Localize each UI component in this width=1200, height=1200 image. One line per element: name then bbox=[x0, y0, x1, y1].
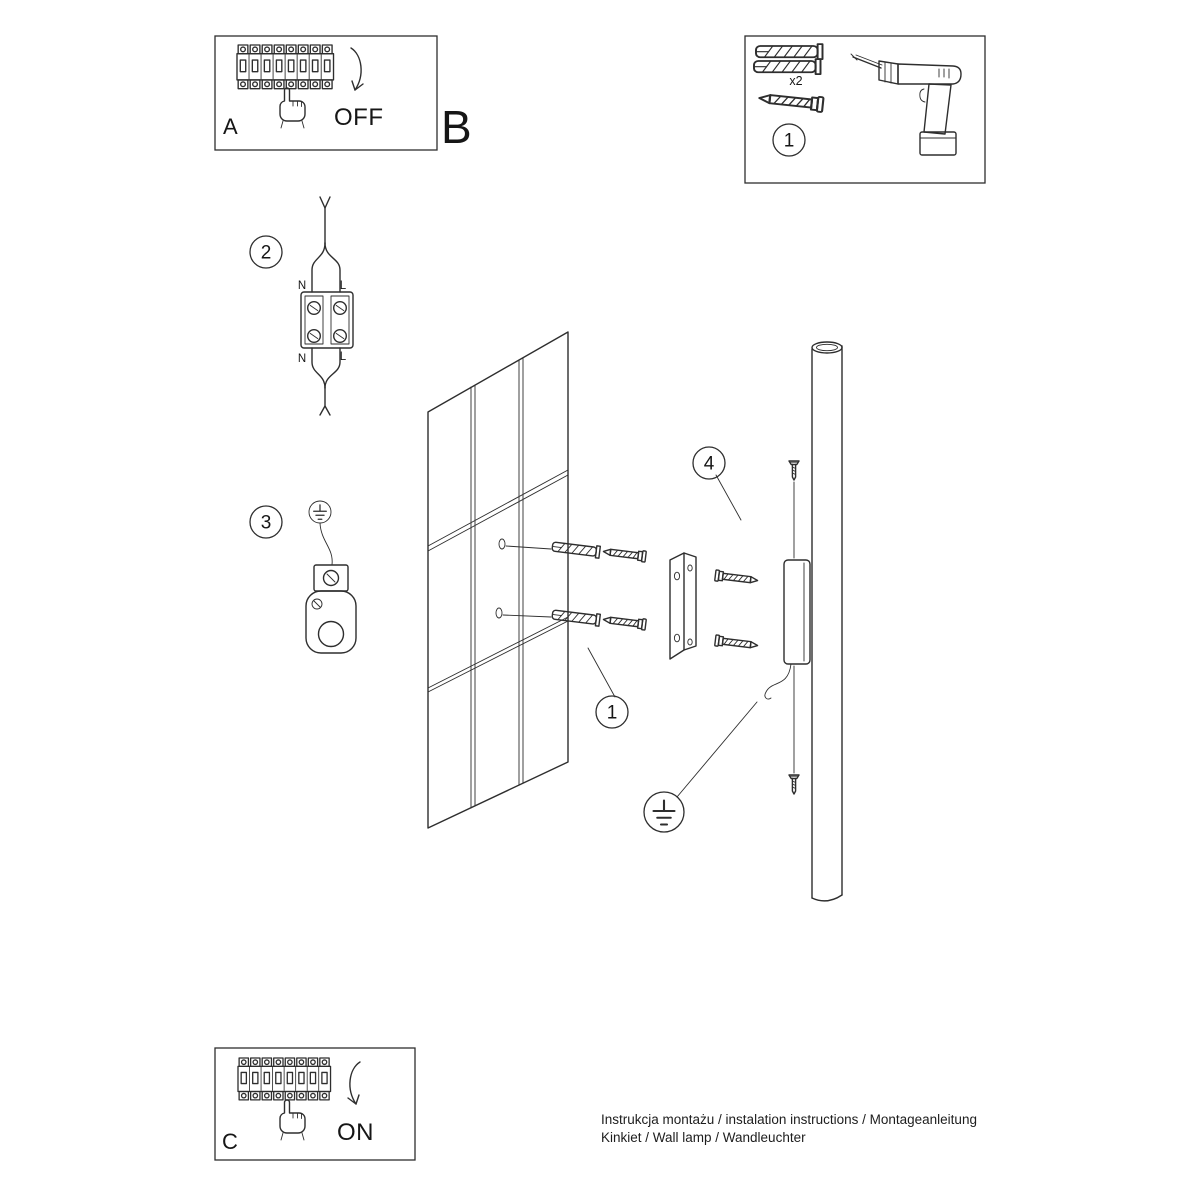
panel-a-label: A bbox=[223, 114, 238, 139]
ground-wire-icon bbox=[764, 663, 792, 700]
hand-icon bbox=[279, 1099, 306, 1141]
tools-panel-frame bbox=[744, 35, 986, 184]
step-2-number: 2 bbox=[261, 243, 272, 264]
rotate-arrow-icon bbox=[350, 47, 364, 91]
terminal-screw-icon bbox=[307, 301, 321, 315]
section-b-label: B bbox=[441, 101, 472, 153]
step-1-badge bbox=[772, 123, 806, 157]
lamp-connector-icon bbox=[305, 564, 357, 654]
l-label-bottom: L bbox=[340, 351, 347, 363]
on-label: ON bbox=[337, 1119, 374, 1146]
leader-line bbox=[587, 647, 616, 698]
l-label-top: L bbox=[340, 280, 347, 292]
grounding-symbol-icon bbox=[652, 799, 676, 826]
wire-bottom-icon bbox=[311, 347, 341, 416]
step-4-number: 4 bbox=[704, 454, 715, 475]
leader-line bbox=[676, 701, 758, 798]
wall-plug-icon bbox=[551, 539, 602, 559]
power-on-panel: ON C bbox=[214, 1047, 416, 1161]
grounding-badge bbox=[643, 791, 685, 833]
panel-c-label: C bbox=[222, 1129, 238, 1154]
drill-hole bbox=[495, 607, 503, 619]
wiring-step: 2 N L N L bbox=[249, 196, 354, 416]
breaker-panel-icon bbox=[237, 45, 334, 89]
fixing-screws: 4 bbox=[692, 446, 759, 652]
screw-icon bbox=[788, 460, 800, 481]
n-label-top: N bbox=[298, 280, 306, 292]
quantity-label: x2 bbox=[789, 74, 802, 88]
terminal-block-icon bbox=[300, 291, 354, 349]
screw-icon bbox=[602, 613, 648, 631]
wall-plug-icon bbox=[753, 58, 822, 76]
wall-plug-icon bbox=[551, 607, 602, 627]
hand-icon bbox=[279, 87, 306, 129]
screw-icon bbox=[713, 569, 759, 587]
step-3-badge bbox=[249, 505, 283, 539]
panel-c-frame bbox=[214, 1047, 416, 1161]
terminal-screw-icon bbox=[333, 301, 347, 315]
panel-a-frame bbox=[214, 35, 438, 151]
leader-line bbox=[715, 474, 742, 521]
step-4-badge bbox=[692, 446, 726, 480]
tools-panel: x2 1 bbox=[744, 35, 986, 184]
drill-icon bbox=[850, 53, 962, 156]
step-1-badge-main bbox=[595, 695, 629, 729]
terminal-screw-icon bbox=[307, 329, 321, 343]
mounting-bracket bbox=[669, 552, 697, 660]
ground-wire-icon bbox=[319, 522, 333, 566]
wall-tiles bbox=[427, 331, 569, 829]
screw-icon bbox=[788, 774, 800, 795]
n-label-bottom: N bbox=[298, 353, 306, 365]
footer-line-2: Kinkiet / Wall lamp / Wandleuchter bbox=[601, 1130, 806, 1145]
step-3-number: 3 bbox=[261, 513, 272, 534]
wall-lamp bbox=[643, 341, 843, 902]
off-label: OFF bbox=[334, 104, 384, 131]
terminal-screw-icon bbox=[333, 329, 347, 343]
lamp-tube bbox=[811, 341, 843, 902]
wire-top-icon bbox=[311, 196, 341, 293]
wall-fasteners: 1 bbox=[551, 539, 648, 729]
footer: Instrukcja montażu / instalation instruc… bbox=[601, 1112, 977, 1145]
wall-plug-icon bbox=[755, 43, 824, 61]
step-1-number: 1 bbox=[784, 131, 795, 152]
step-1-number-main: 1 bbox=[607, 703, 618, 724]
screw-icon bbox=[713, 634, 759, 652]
screw-icon bbox=[757, 89, 825, 114]
grounding-step: 3 bbox=[249, 500, 357, 654]
power-off-panel: OFF A bbox=[214, 35, 438, 151]
drill-hole bbox=[498, 538, 506, 550]
screw-icon bbox=[602, 545, 648, 563]
step-2-badge bbox=[249, 235, 283, 269]
rotate-arrow-icon bbox=[347, 1061, 361, 1105]
grounding-symbol-lines bbox=[313, 504, 327, 520]
lamp-mounting-plate bbox=[783, 559, 811, 665]
breaker-panel-icon bbox=[238, 1058, 331, 1100]
footer-line-1: Instrukcja montażu / instalation instruc… bbox=[601, 1112, 977, 1127]
